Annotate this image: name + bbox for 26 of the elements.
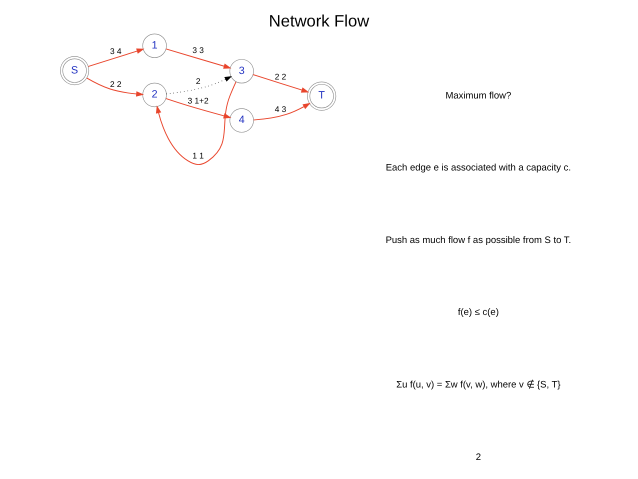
node-circle: 1 bbox=[142, 34, 167, 58]
edge-label: 3 4 bbox=[110, 46, 122, 56]
edge-label: 2 bbox=[196, 76, 200, 86]
node-circle: 4 bbox=[230, 108, 254, 133]
arrow bbox=[252, 74, 310, 93]
edge-label: 3 3 bbox=[192, 44, 204, 55]
arrow bbox=[166, 48, 232, 69]
edge-label: 3 1+2 bbox=[188, 95, 209, 106]
node-circle: 3 bbox=[230, 59, 254, 84]
node-circle: 2 bbox=[142, 82, 167, 108]
label: f(e) ≤ c(e) bbox=[458, 307, 499, 318]
arrow bbox=[166, 76, 232, 94]
arrow bbox=[253, 102, 311, 120]
arrow bbox=[86, 78, 144, 97]
label: Maximum flow? bbox=[445, 90, 512, 102]
edge-label: 1 1 bbox=[192, 150, 204, 160]
arrow bbox=[156, 81, 236, 166]
diagram-title: Network Flow bbox=[268, 11, 370, 30]
label: Push as much flow f as possible from S to T. bbox=[386, 234, 572, 246]
edge-label: 2 2 bbox=[110, 78, 122, 89]
label: Σu f(u, v) = Σw f(v, w), where v ∉ {S, T} bbox=[396, 380, 561, 391]
label: 2 bbox=[476, 452, 482, 463]
edge-label: 2 2 bbox=[274, 72, 286, 82]
arrow bbox=[88, 48, 144, 67]
label: Each edge e is associated with a capacity c. bbox=[386, 162, 572, 174]
edge-label: 4 3 bbox=[274, 104, 286, 114]
